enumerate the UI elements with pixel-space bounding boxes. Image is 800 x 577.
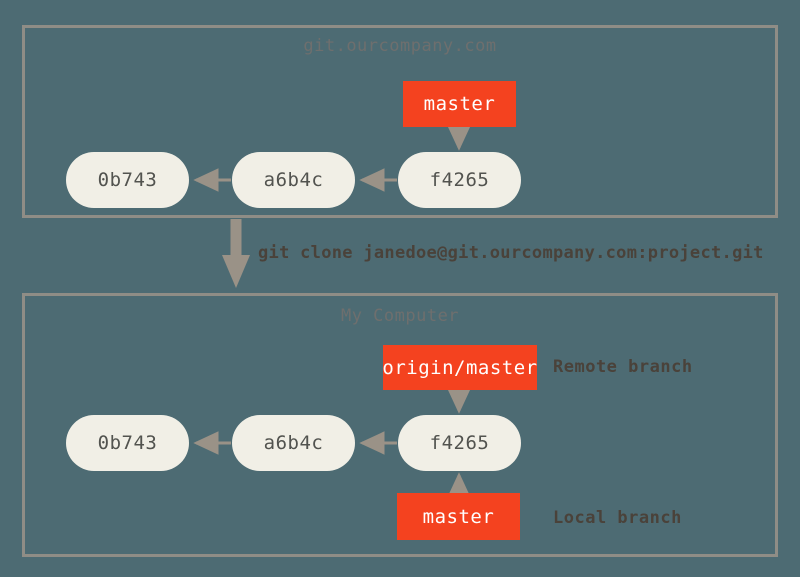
commit-node-0b743-remote[interactable]: 0b743 bbox=[66, 152, 189, 208]
local-computer-panel bbox=[22, 293, 778, 557]
origin-master-branch-box[interactable]: origin/master bbox=[382, 345, 537, 390]
local-master-branch-box[interactable]: master bbox=[397, 493, 520, 540]
arrow-git-clone bbox=[222, 219, 250, 288]
local-branch-caption: Local branch bbox=[553, 508, 682, 528]
commit-node-a6b4c-local[interactable]: a6b4c bbox=[232, 415, 355, 471]
commit-node-a6b4c-remote[interactable]: a6b4c bbox=[232, 152, 355, 208]
commit-node-f4265-remote[interactable]: f4265 bbox=[398, 152, 521, 208]
remote-branch-caption: Remote branch bbox=[553, 357, 693, 377]
commit-node-0b743-local[interactable]: 0b743 bbox=[66, 415, 189, 471]
local-computer-title: My Computer bbox=[340, 306, 460, 326]
git-clone-command-label: git clone janedoe@git.ourcompany.com:pro… bbox=[258, 243, 764, 263]
remote-server-title: git.ourcompany.com bbox=[303, 36, 497, 56]
commit-node-f4265-local[interactable]: f4265 bbox=[398, 415, 521, 471]
remote-master-branch-box[interactable]: master bbox=[403, 81, 516, 127]
remote-server-panel bbox=[22, 25, 778, 218]
